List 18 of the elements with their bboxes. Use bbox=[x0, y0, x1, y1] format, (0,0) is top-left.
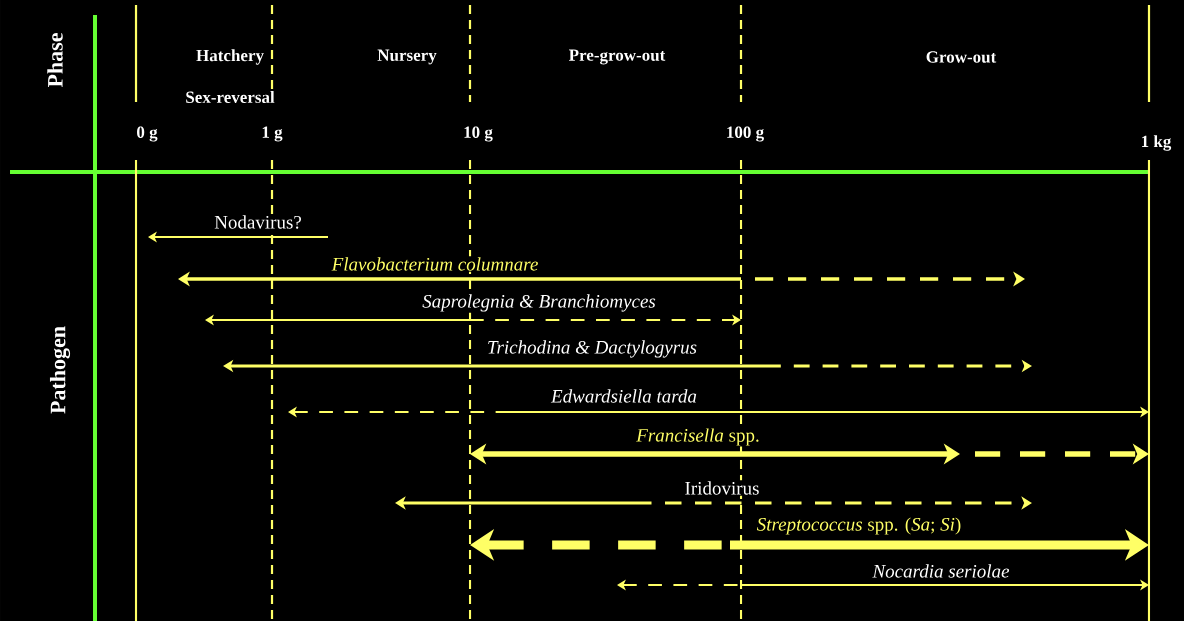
pathogen-label: Streptococcus spp. (Sa; Si) bbox=[755, 516, 963, 536]
axis-label: 0 g bbox=[135, 125, 159, 143]
pathogen-label: Edwardsiella tarda bbox=[550, 388, 698, 404]
axis-label: 100 g bbox=[724, 125, 766, 143]
pathogen-label: Nocardia seriolae bbox=[871, 563, 1011, 579]
axis-label: 1 kg bbox=[1139, 134, 1173, 152]
phase-label: Hatchery bbox=[195, 48, 265, 66]
pathogen-label: Trichodina & Dactylogyrus bbox=[486, 339, 699, 359]
pathogen-label: Iridovirus bbox=[683, 480, 761, 496]
phase-label: Sex-reversal bbox=[184, 90, 276, 104]
pathogen-label: Francisella spp. bbox=[635, 427, 761, 447]
pathogen-label: Saprolegnia & Branchiomyces bbox=[421, 293, 657, 313]
axis-title: Phase bbox=[46, 31, 64, 89]
phase-label: Grow-out bbox=[924, 50, 998, 64]
axis-label: 10 g bbox=[462, 125, 494, 143]
pathogen-label: Nodavirus? bbox=[213, 214, 303, 230]
pathogen-label: Flavobacterium columnare bbox=[330, 256, 540, 272]
axis-title: Pathogen bbox=[48, 325, 72, 415]
